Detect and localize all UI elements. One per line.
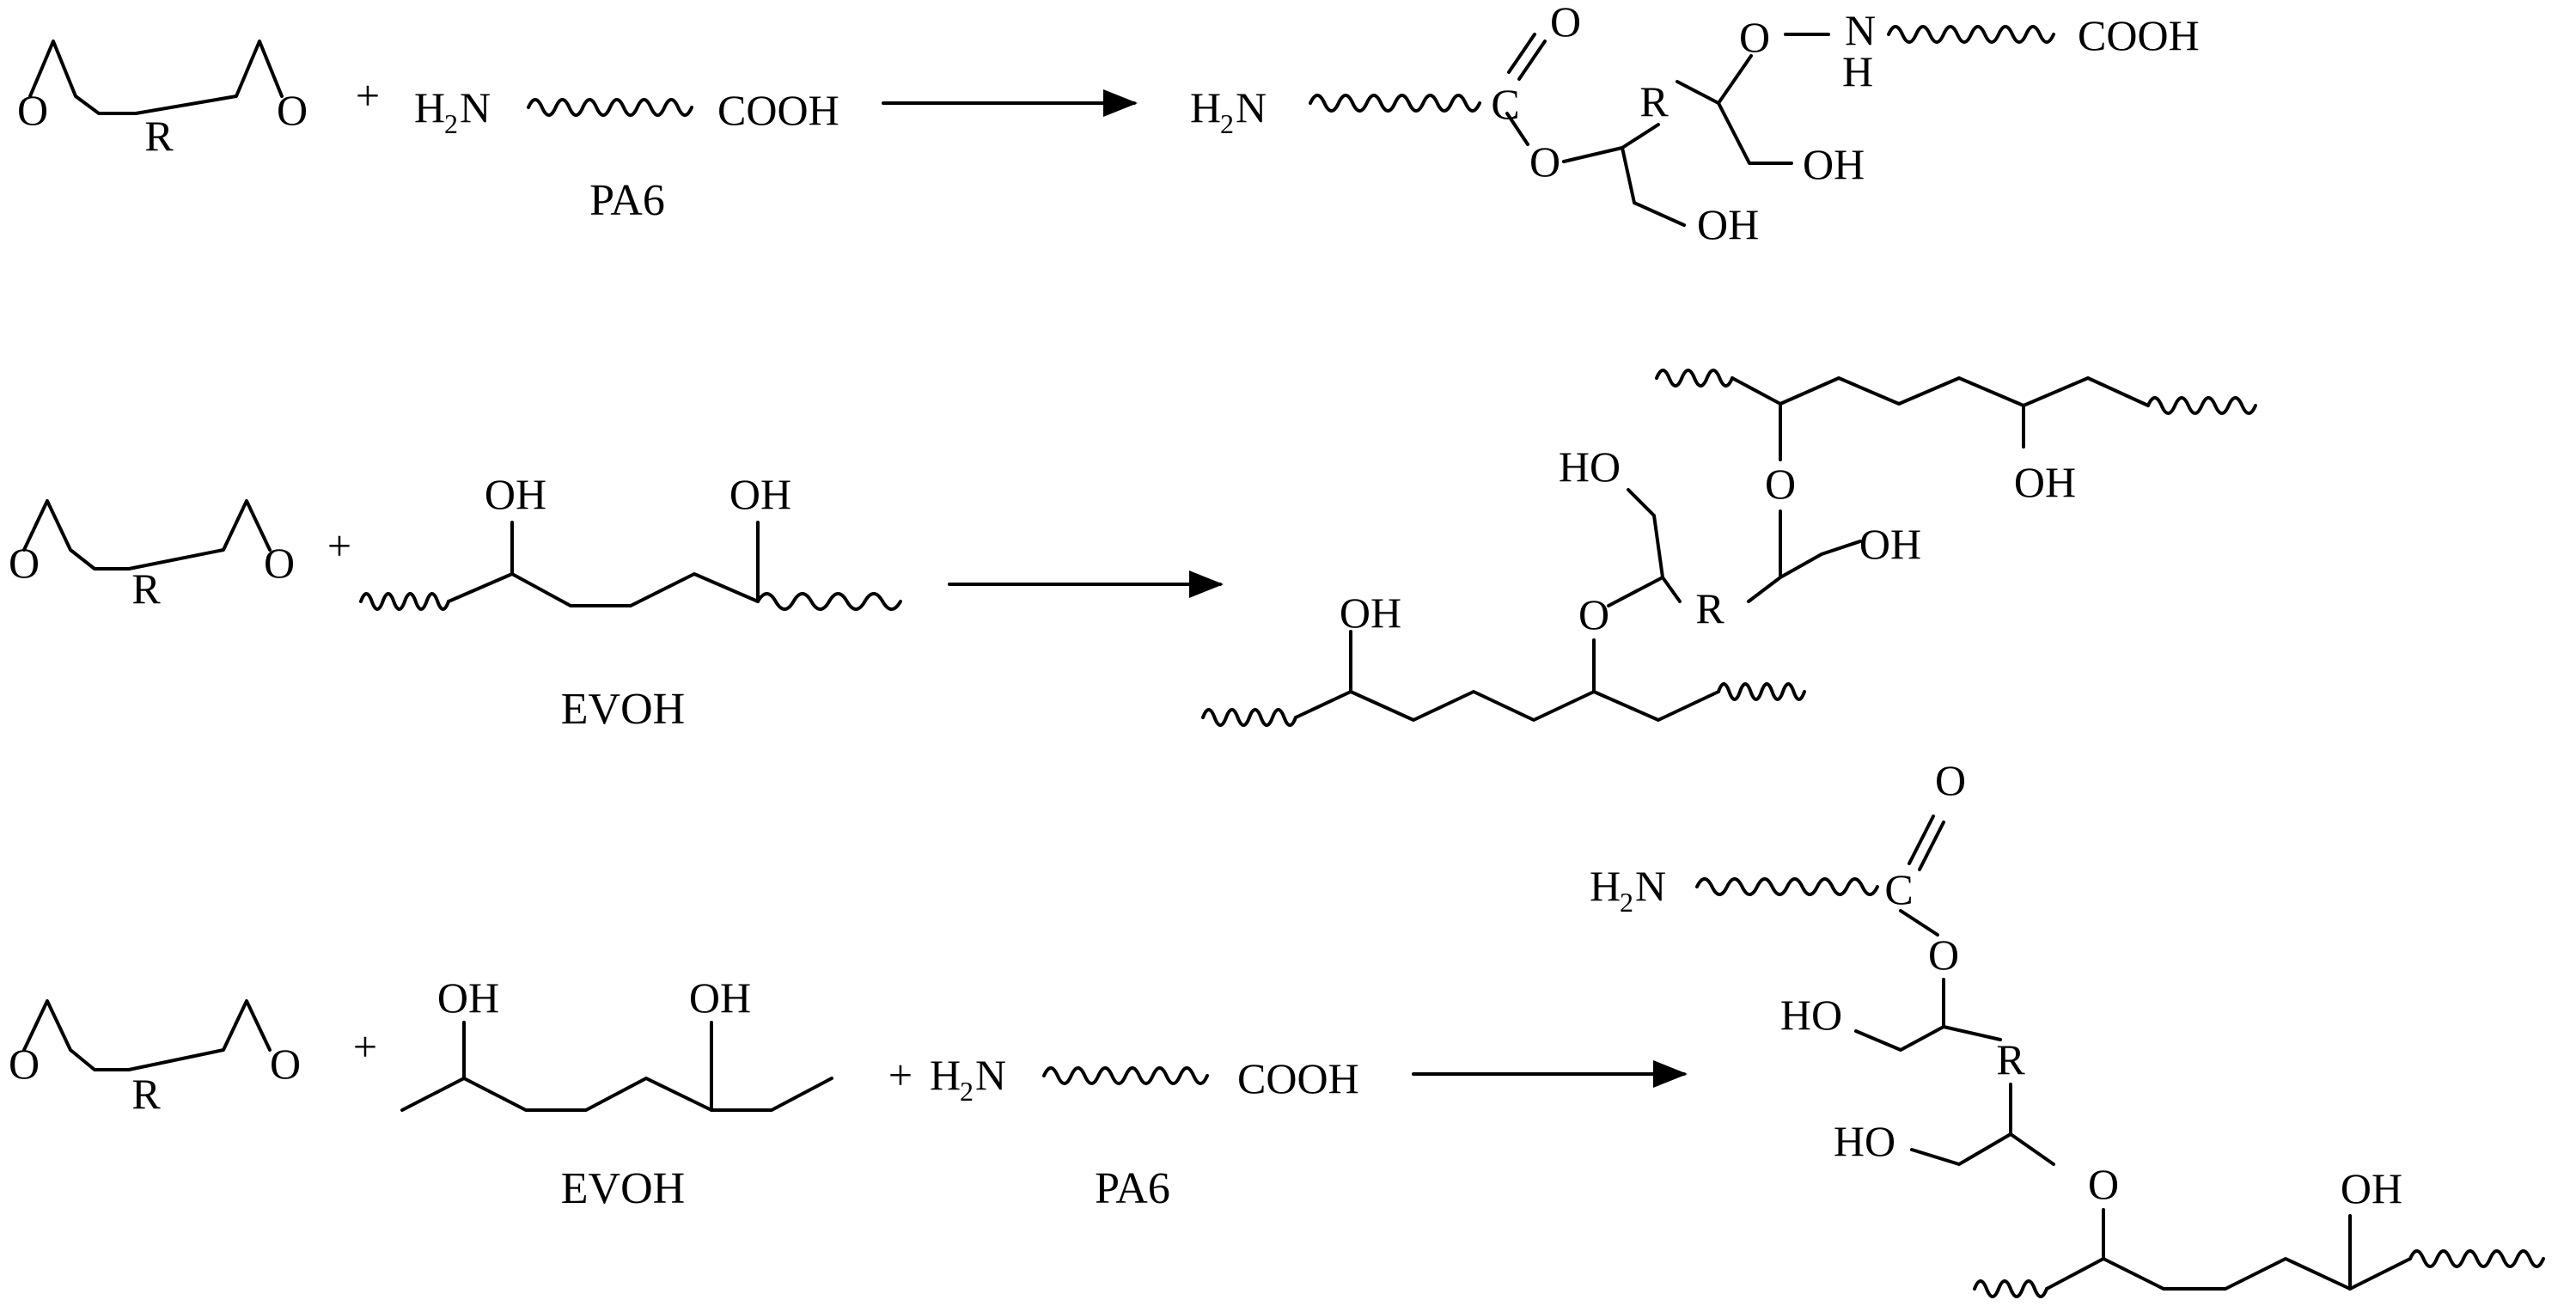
r-group: R — [1996, 1035, 2025, 1083]
reaction-1: O R O + H 2 N COOH PA6 H 2 N C O — [17, 0, 2200, 248]
chain-wavy — [1717, 682, 1806, 701]
amide-nitrogen: N — [1845, 6, 1876, 54]
hydroxyl-1: OH — [1803, 140, 1865, 188]
hydroxyl-bottom-chain: OH — [1340, 589, 1401, 637]
r-group: R — [131, 565, 161, 613]
reaction-2: O R O + OH OH EVOH O OH OH R HO — [9, 369, 2257, 734]
pa6-diepoxide-product: H 2 N C O O R O N H COOH OH OH — [1190, 0, 2200, 248]
ternary-product: H 2 N C O O HO R HO O OH — [1590, 756, 2545, 1298]
evoh-chain-left — [359, 592, 450, 611]
carboxyl-group: COOH — [717, 86, 839, 134]
evoh-caption: EVOH — [561, 1164, 685, 1213]
plus-sign: + — [888, 1051, 913, 1099]
hydroxyl-1: HO — [1780, 991, 1842, 1039]
amine-h: H — [930, 1051, 961, 1099]
amine-subscript: 2 — [1620, 887, 1633, 918]
chain-wavy — [1973, 1279, 2048, 1298]
carbonyl-carbon: C — [1491, 80, 1519, 128]
amine-n: N — [460, 83, 491, 131]
amine-subscript: 2 — [444, 108, 458, 139]
pa6-chain — [527, 98, 693, 117]
epoxide-oxygen-left: O — [9, 539, 40, 587]
hydroxyl-2: OH — [1697, 200, 1759, 248]
amine-subscript: 2 — [1220, 108, 1234, 139]
hydroxyl-1: OH — [437, 973, 499, 1022]
evoh-reactant: OH OH EVOH — [359, 470, 902, 734]
plus-sign: + — [356, 71, 380, 119]
hydroxyl-2: HO — [1834, 1117, 1895, 1165]
r-group: R — [1639, 77, 1669, 125]
pa6-chain — [1695, 877, 1879, 896]
pa6-reactant: H 2 N COOH PA6 — [414, 83, 839, 225]
carbonyl-oxygen: O — [1935, 756, 1966, 804]
chain-wavy — [1655, 369, 1734, 388]
chain-wavy — [1201, 708, 1297, 727]
carboxyl-group: COOH — [1237, 1054, 1359, 1102]
carbonyl-oxygen: O — [1550, 0, 1581, 46]
epoxide-oxygen-left: O — [17, 86, 48, 134]
ester-oxygen: O — [1529, 137, 1560, 186]
amine-subscript: 2 — [960, 1076, 974, 1107]
reaction-3: O R O + OH OH EVOH + H 2 N COOH PA6 H 2 … — [9, 756, 2545, 1298]
evoh-chain-right — [756, 592, 902, 611]
amine-h: H — [414, 83, 445, 131]
diepoxide-reactant: O R O — [17, 40, 308, 160]
amine-n: N — [1635, 862, 1666, 910]
diepoxide-reactant: O R O — [9, 999, 301, 1118]
amine-h: H — [1590, 862, 1621, 910]
carboxyl-group: COOH — [2078, 11, 2200, 59]
r-group: R — [144, 112, 174, 160]
pa6-chain — [1042, 1066, 1209, 1085]
ether-oxygen-bottom: O — [1578, 590, 1609, 638]
epoxide-oxygen-right: O — [277, 86, 308, 134]
ester-oxygen: O — [1928, 931, 1959, 979]
chain-wavy — [2408, 1249, 2545, 1268]
epoxide-oxygen-right: O — [270, 1040, 301, 1088]
chain-wavy — [2146, 396, 2257, 415]
amine-h: H — [1190, 83, 1221, 131]
pa6-reactant: H 2 N COOH PA6 — [930, 1051, 1359, 1213]
amide-hydrogen: H — [1842, 47, 1873, 95]
hydroxyl-left: HO — [1559, 442, 1621, 491]
evoh-caption: EVOH — [561, 685, 685, 734]
r-group: R — [131, 1070, 161, 1118]
evoh-crosslinked-product: O OH OH R HO O OH — [1201, 369, 2257, 727]
pa6-caption: PA6 — [589, 176, 665, 225]
pa6-chain — [1887, 25, 2055, 44]
hydroxyl-3: OH — [2341, 1164, 2402, 1212]
epoxide-oxygen-right: O — [264, 539, 295, 587]
ether-oxygen-top: O — [1765, 460, 1796, 508]
hydroxyl-right: OH — [1859, 520, 1921, 568]
r-group: R — [1695, 584, 1724, 632]
hydroxyl-top-chain: OH — [2014, 458, 2076, 506]
epoxide-oxygen-left: O — [9, 1040, 40, 1088]
plus-sign: + — [327, 522, 351, 570]
ether-oxygen: O — [1739, 13, 1770, 61]
hydroxyl-1: OH — [485, 470, 546, 518]
amine-n: N — [975, 1051, 1006, 1099]
plus-sign: + — [353, 1022, 377, 1071]
ether-oxygen: O — [2088, 1160, 2119, 1208]
pa6-caption: PA6 — [1095, 1164, 1170, 1213]
diepoxide-reactant: O R O — [9, 499, 295, 613]
carbonyl-carbon: C — [1884, 865, 1913, 913]
pa6-chain — [1309, 94, 1481, 113]
amine-n: N — [1236, 83, 1267, 131]
hydroxyl-2: OH — [729, 470, 791, 518]
hydroxyl-2: OH — [689, 973, 751, 1022]
evoh-reactant: OH OH EVOH — [400, 973, 833, 1213]
